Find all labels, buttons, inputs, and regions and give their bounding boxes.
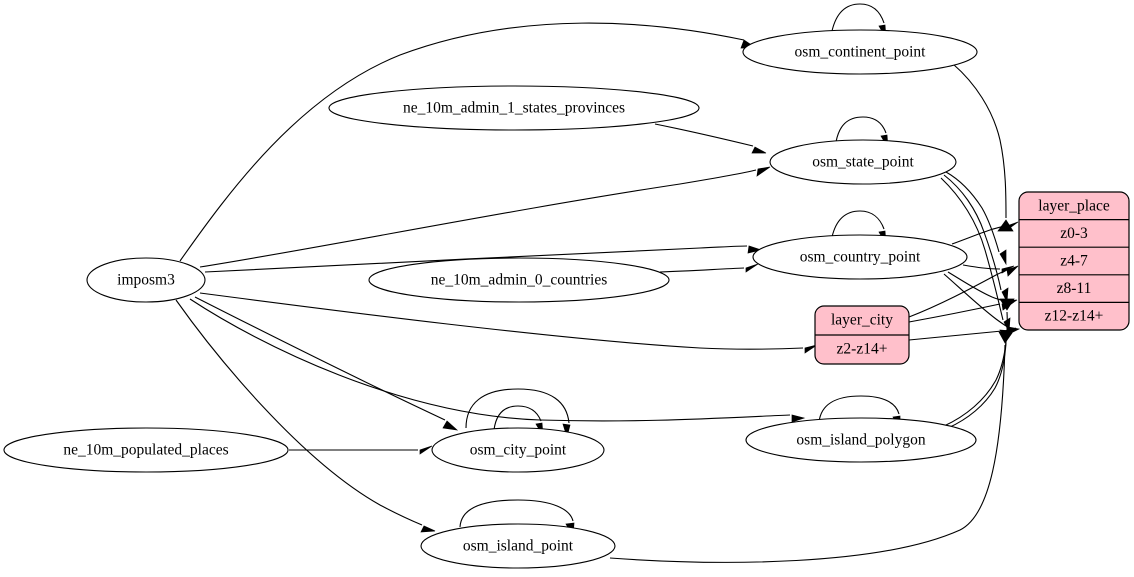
node-ne_10m_populated_places[interactable]: ne_10m_populated_places — [3, 427, 289, 473]
node-imposm3[interactable]: imposm3 — [86, 257, 206, 303]
edge-ne_populated-to-osm_city_point — [289, 445, 433, 455]
edge-imposm3-to-osm_island_polygon — [189, 298, 806, 423]
node-osm_city_point[interactable]: osm_city_point — [431, 427, 605, 473]
node-osm_country_point[interactable]: osm_country_point — [752, 234, 968, 280]
edge-imposm3-to-osm_country_point — [204, 245, 763, 273]
edges-layer — [175, 3, 1021, 563]
self-loop-osm_city_point-outer — [465, 388, 571, 439]
edge-layer_city-to-layer_place-z8_11 — [908, 301, 1015, 323]
edge-osm_country_point-to-layer_place-z0_3 — [951, 221, 1019, 245]
node-osm_continent_point[interactable]: osm_continent_point — [742, 29, 978, 75]
edge-osm_continent_point-to-layer_place-z0_3 — [952, 63, 1014, 232]
edge-imposm3-to-osm_state_point — [199, 166, 771, 268]
edge-imposm3-to-osm_continent_point — [179, 22, 758, 262]
edge-imposm3-to-osm_city_point — [194, 296, 459, 431]
edge-imposm3-to-osm_island_point — [175, 299, 436, 533]
edge-ne_states-to-osm_state_point — [654, 123, 767, 154]
record-node-layer_city[interactable]: layer_city z2-z14+ — [814, 305, 910, 365]
record-node-layer_place[interactable]: layer_place z0-3 z4-7 z8-11 z12-z14+ — [1018, 191, 1130, 331]
edge-imposm3-to-layer_city — [199, 292, 818, 354]
edge-osm_country_point-to-layer_place-z4_7 — [962, 264, 1015, 274]
edge-layer_city-to-layer_place-z4_7 — [908, 265, 1019, 318]
node-osm_island_polygon[interactable]: osm_island_polygon — [745, 417, 977, 463]
edge-osm_state_point-to-layer_place-z4_7 — [945, 171, 1007, 266]
edge-osm_island_point-to-layer_place-z12_z14 — [609, 331, 1013, 563]
node-ne_10m_admin_0_countries[interactable]: ne_10m_admin_0_countries — [368, 257, 670, 303]
node-osm_state_point[interactable]: osm_state_point — [769, 139, 957, 185]
node-osm_island_point[interactable]: osm_island_point — [420, 523, 616, 569]
node-ne_10m_admin_1_states_provinces[interactable]: ne_10m_admin_1_states_provinces — [328, 85, 700, 131]
edge-ne_countries-to-osm_country_point — [659, 263, 759, 273]
nodes-layer: imposm3 ne_10m_admin_1_states_provinces … — [3, 29, 978, 569]
